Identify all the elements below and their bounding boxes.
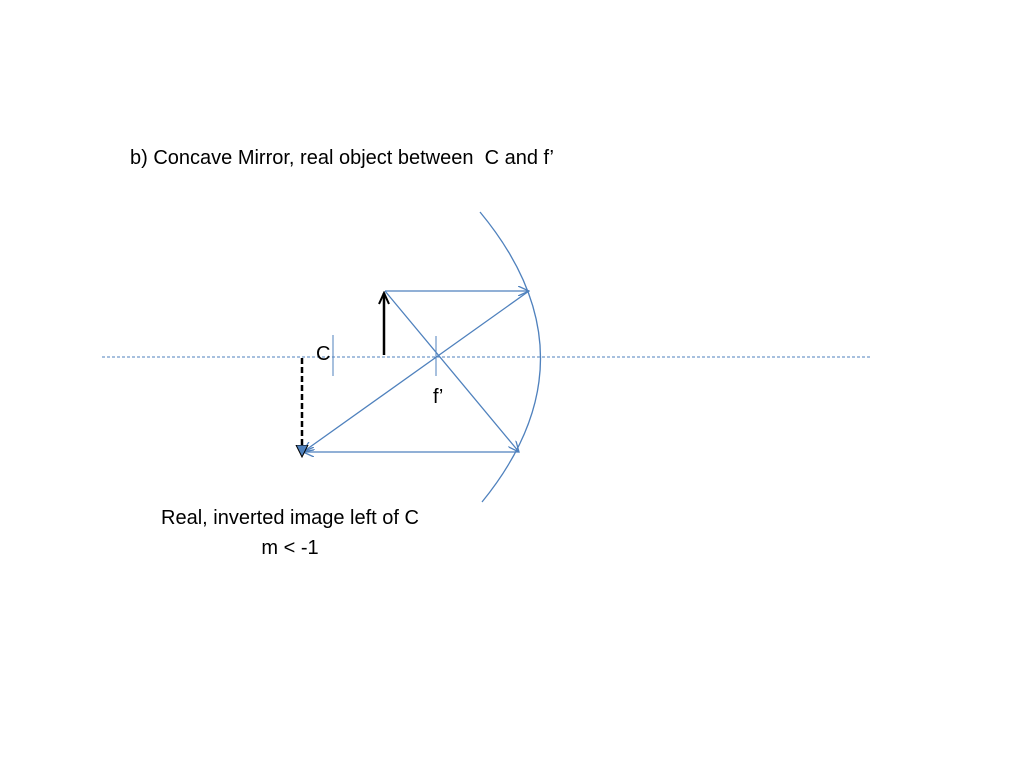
- slide-title: b) Concave Mirror, real object between C…: [130, 147, 554, 169]
- caption-line-1: Real, inverted image left of C: [161, 507, 419, 529]
- label-f-prime: f’: [433, 386, 443, 408]
- incident-ray-through-focus: [384, 290, 519, 452]
- caption-line-2: m < -1: [261, 537, 319, 559]
- concave-mirror: [479, 211, 542, 503]
- caption: Real, inverted image left of C m < -1: [120, 503, 460, 563]
- label-c: C: [316, 343, 330, 365]
- reflected-ray-through-focus: [303, 290, 530, 452]
